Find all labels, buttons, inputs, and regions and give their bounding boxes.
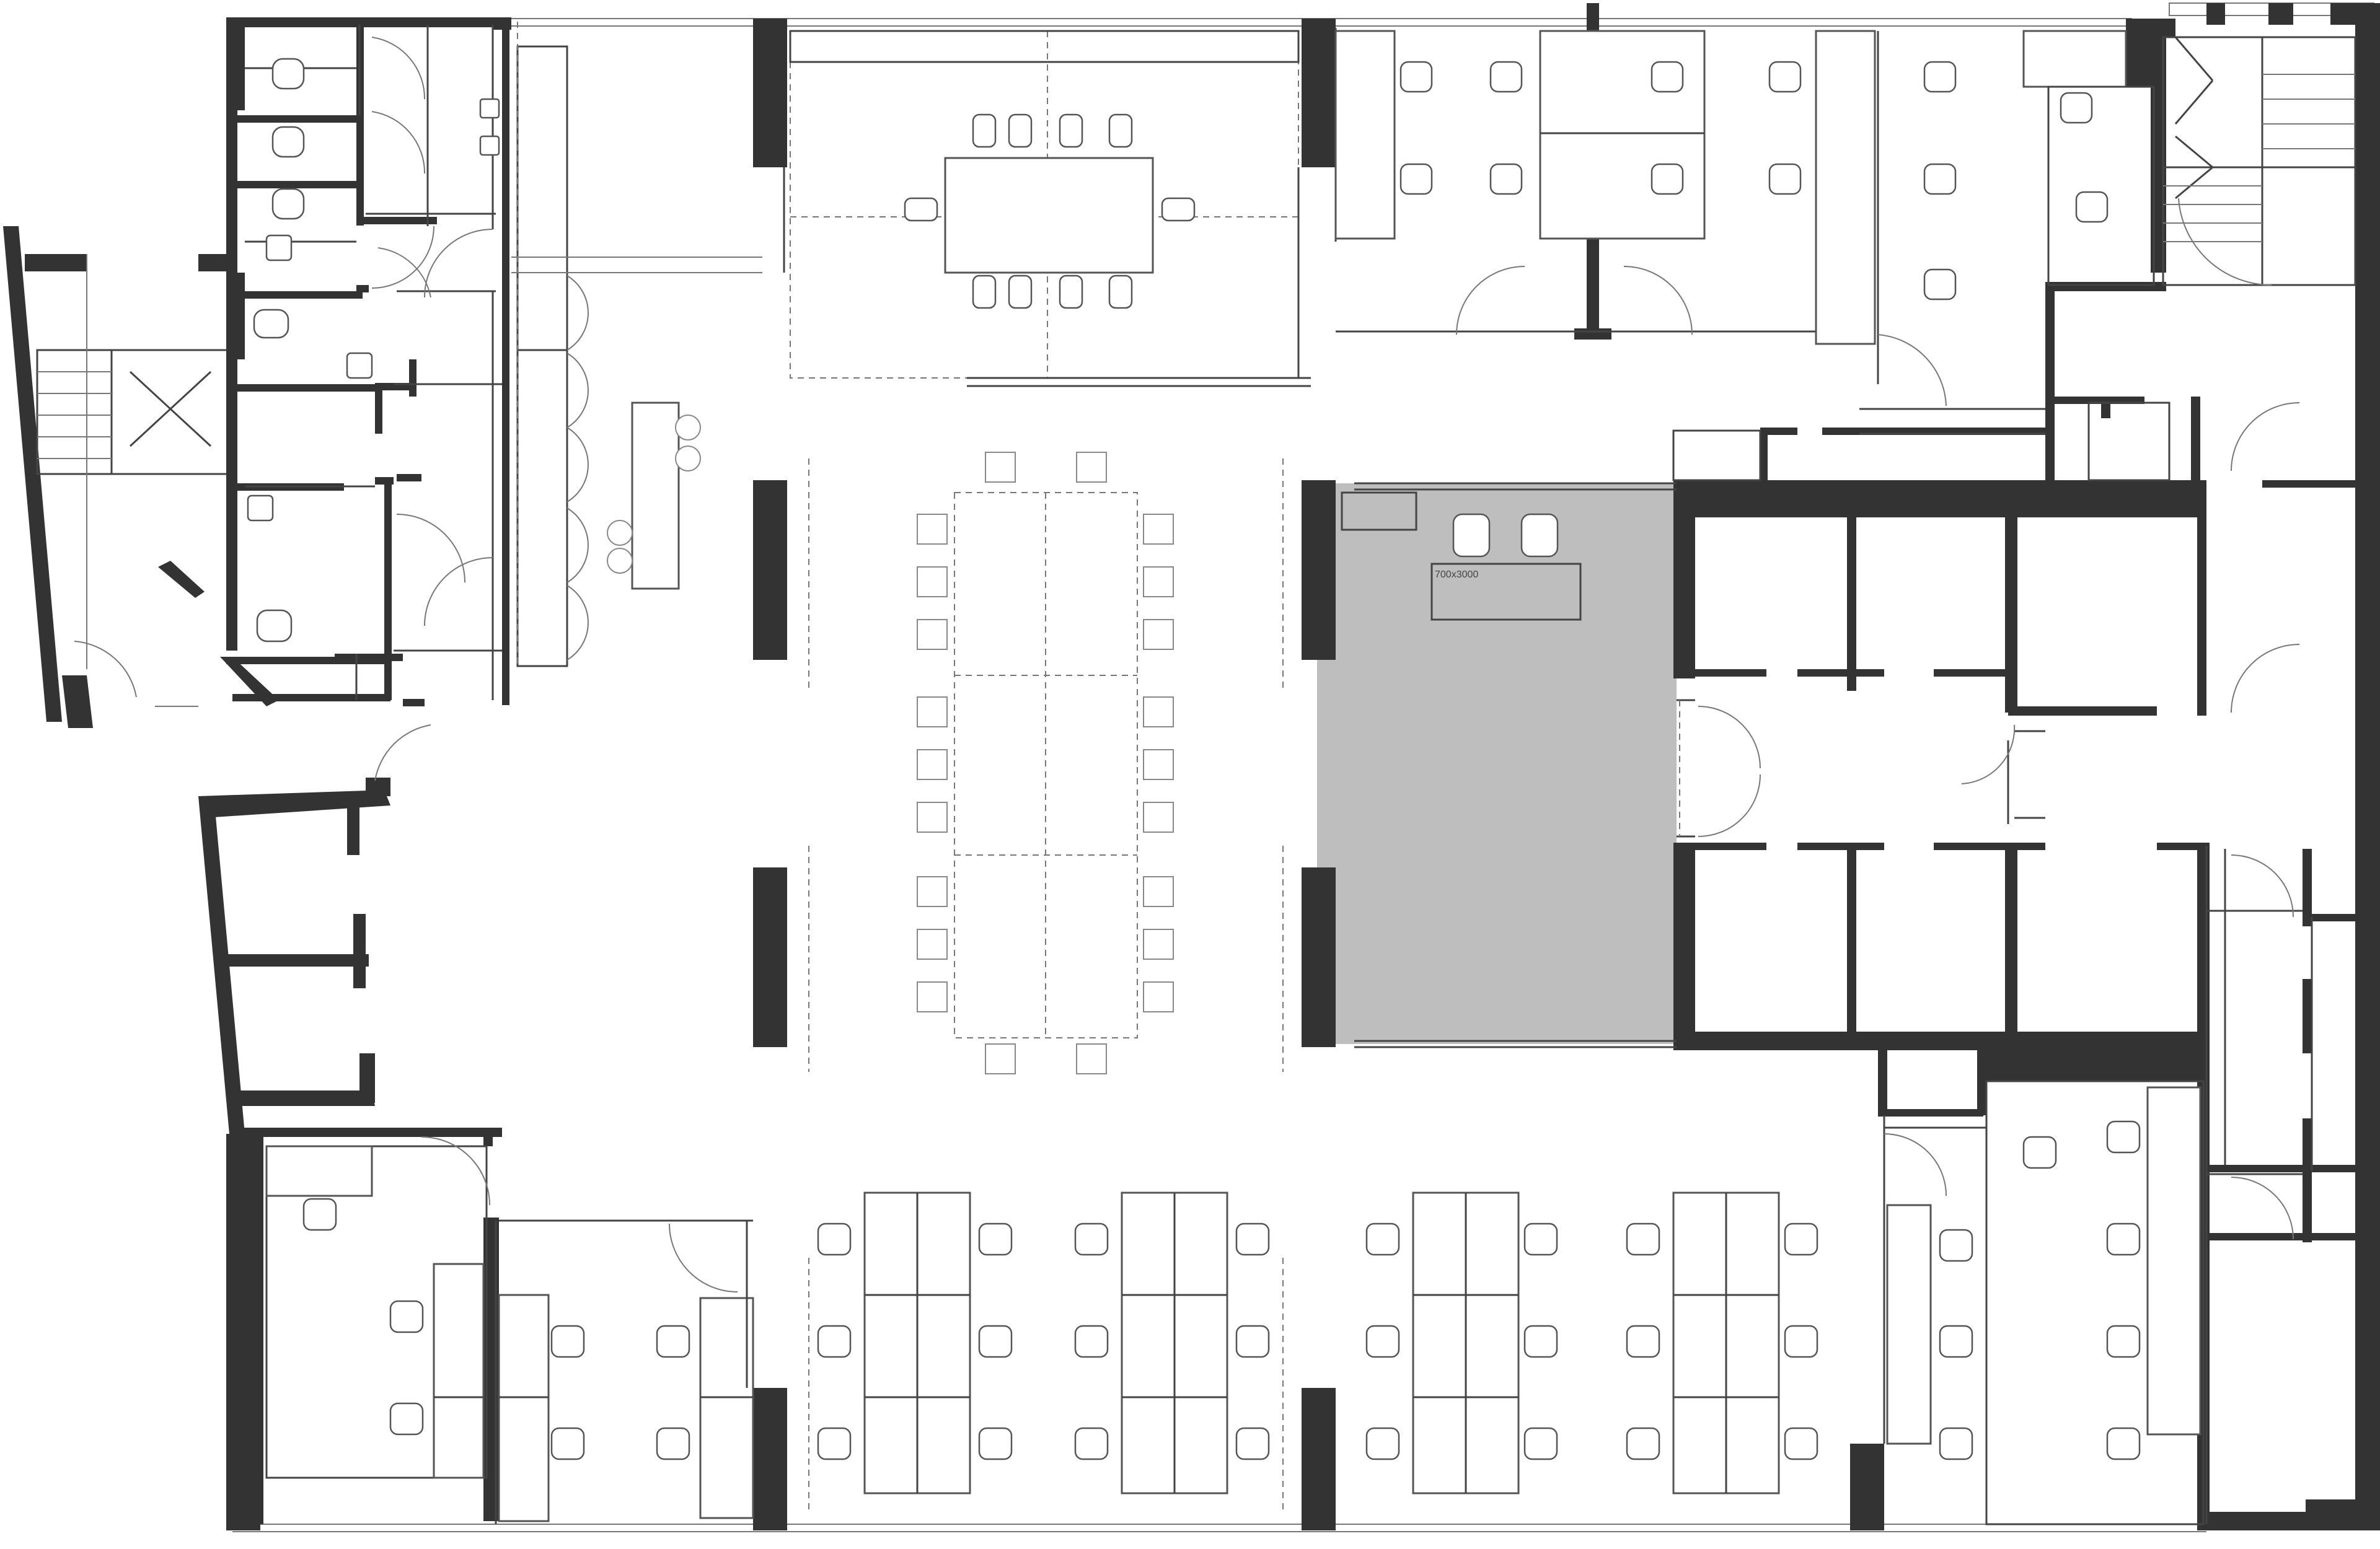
office-chairs-bottom: [302, 1120, 2141, 1460]
partition-lines: [36, 22, 2356, 1525]
desk-dimension-label: 700x3000: [1435, 569, 1478, 580]
facade-lines: [232, 2, 2374, 1532]
bar-stools: [607, 415, 701, 574]
highlighted-room: [1317, 483, 1677, 1044]
grey-room-chairs: [1452, 513, 1559, 558]
office-chairs-top: [1399, 61, 2109, 301]
toilet-fixtures: [247, 58, 500, 643]
door-swings: [74, 37, 2300, 1292]
conference-chairs: [904, 113, 1196, 309]
walls: [3, 3, 2380, 1530]
long-table-stools: [917, 452, 1174, 1074]
